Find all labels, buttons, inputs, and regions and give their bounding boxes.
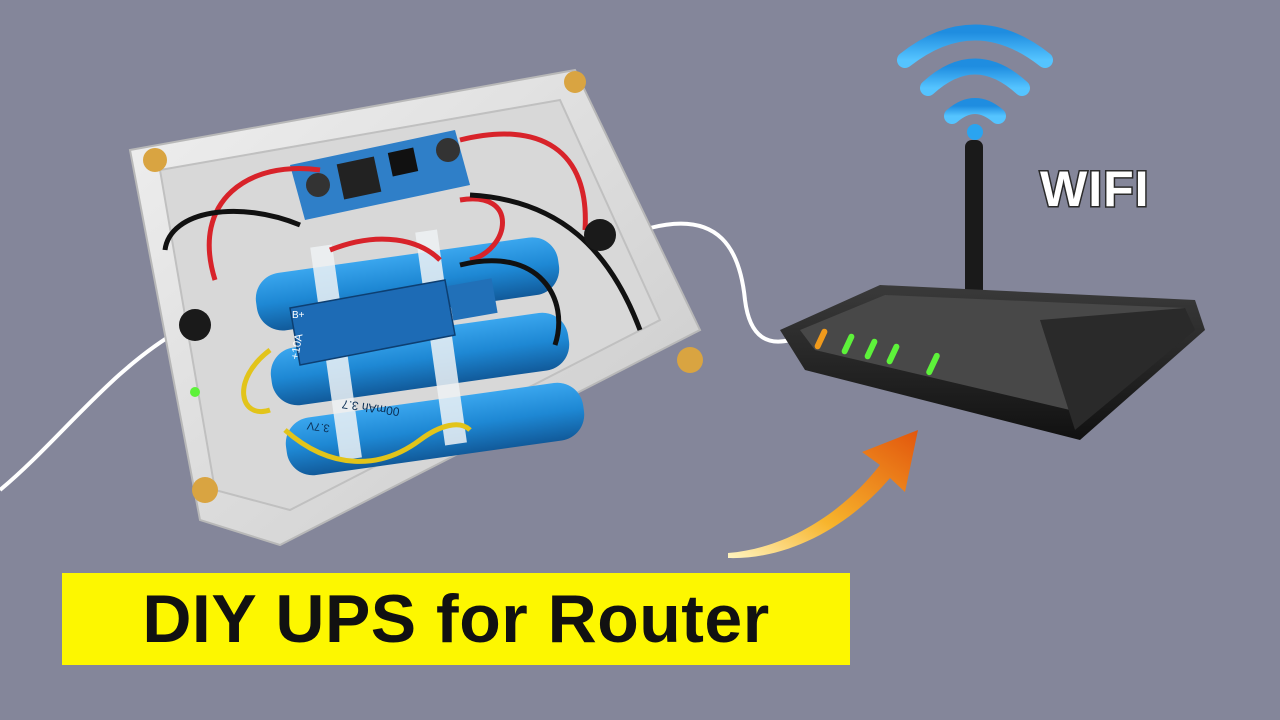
arrow-icon [728,430,918,559]
output-cable [649,221,791,344]
input-cable [0,328,181,492]
status-led [190,387,200,397]
title-banner: DIY UPS for Router [62,573,850,665]
dc-jack-output [584,219,616,251]
page-title: DIY UPS for Router [142,581,770,657]
wifi-icon [897,24,1053,124]
board-label-1: +10A [289,332,305,360]
converter-module [290,130,470,220]
router-icon [780,140,1205,440]
dc-jack-input [179,309,211,341]
cell-label-2: 3.7V [306,419,331,434]
board-label-2: B+ [292,310,305,321]
wires [162,131,643,464]
bms-board: +10A B+ [289,278,498,366]
wifi-label: WIFI [1039,160,1151,219]
